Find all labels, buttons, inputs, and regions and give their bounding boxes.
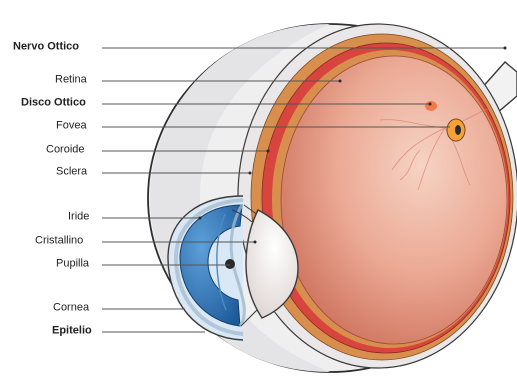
label-cornea: Cornea [53, 302, 89, 315]
label-cristallino: Cristallino [35, 235, 83, 248]
label-retina: Retina [55, 74, 87, 87]
label-fovea: Fovea [56, 120, 87, 133]
pupil [225, 259, 235, 269]
label-sclera: Sclera [56, 166, 87, 179]
label-pupilla: Pupilla [56, 258, 89, 271]
label-epitelio: Epitelio [52, 325, 92, 338]
label-disco-ottico: Disco Ottico [21, 97, 86, 110]
cut-section [238, 24, 517, 368]
optic-disc [425, 101, 437, 111]
label-nervo-ottico: Nervo Ottico [13, 41, 79, 54]
label-coroide: Coroide [46, 144, 85, 157]
label-iride: Iride [68, 211, 89, 224]
